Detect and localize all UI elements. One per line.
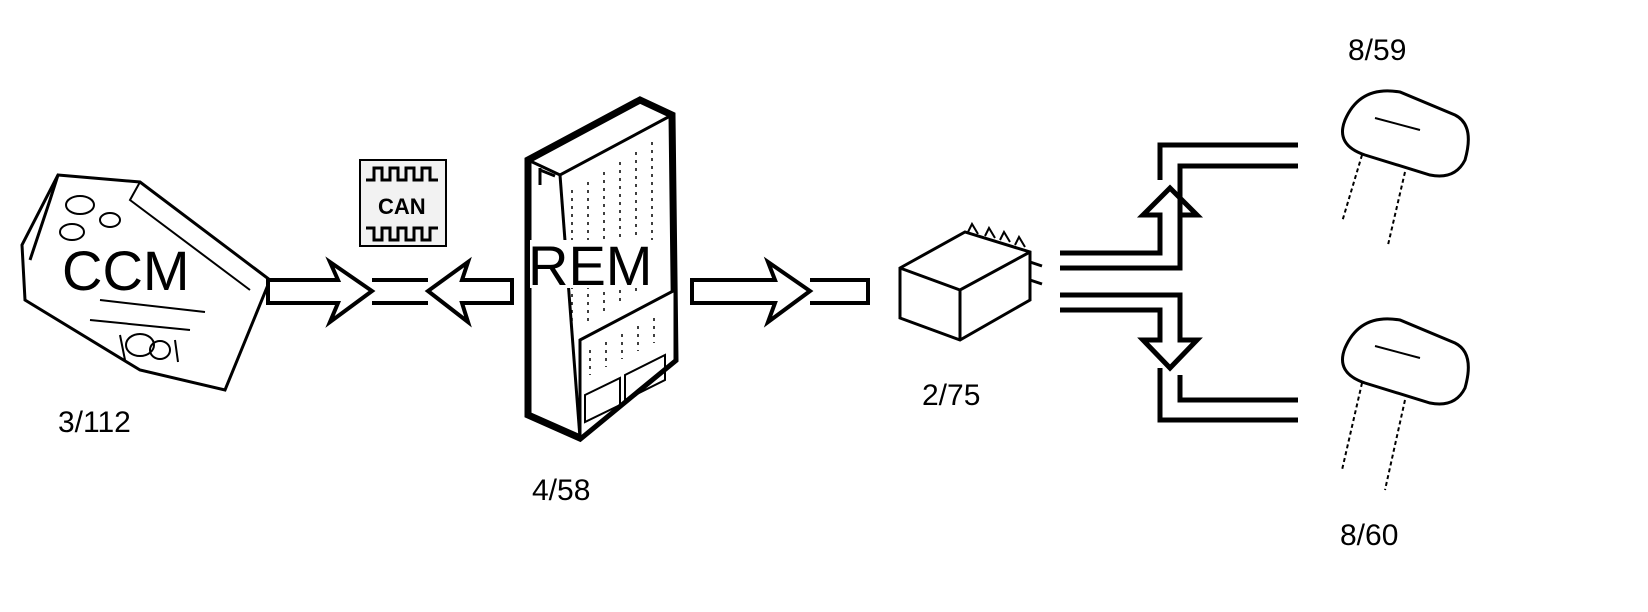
headrest-upper	[1341, 89, 1470, 246]
can-label: CAN	[378, 194, 426, 219]
ccm-label: CCM	[62, 239, 190, 302]
rem-id: 4/58	[532, 474, 590, 507]
rem-label: REM	[528, 234, 652, 297]
ccm-id: 3/112	[58, 406, 131, 439]
relay-module	[898, 221, 1043, 342]
rem-to-relay-arrow	[690, 256, 870, 328]
relay-to-headrests-arrows	[1060, 142, 1298, 423]
headrest-upper-id: 8/59	[1348, 34, 1406, 67]
ccm-module	[20, 173, 272, 392]
relay-id: 2/75	[922, 379, 980, 412]
rem-label-bg	[530, 240, 660, 288]
can-bus-arrow	[266, 256, 514, 328]
headrest-lower-id: 8/60	[1340, 519, 1398, 552]
can-bus-icon	[359, 159, 447, 247]
headrest-lower	[1341, 317, 1470, 491]
